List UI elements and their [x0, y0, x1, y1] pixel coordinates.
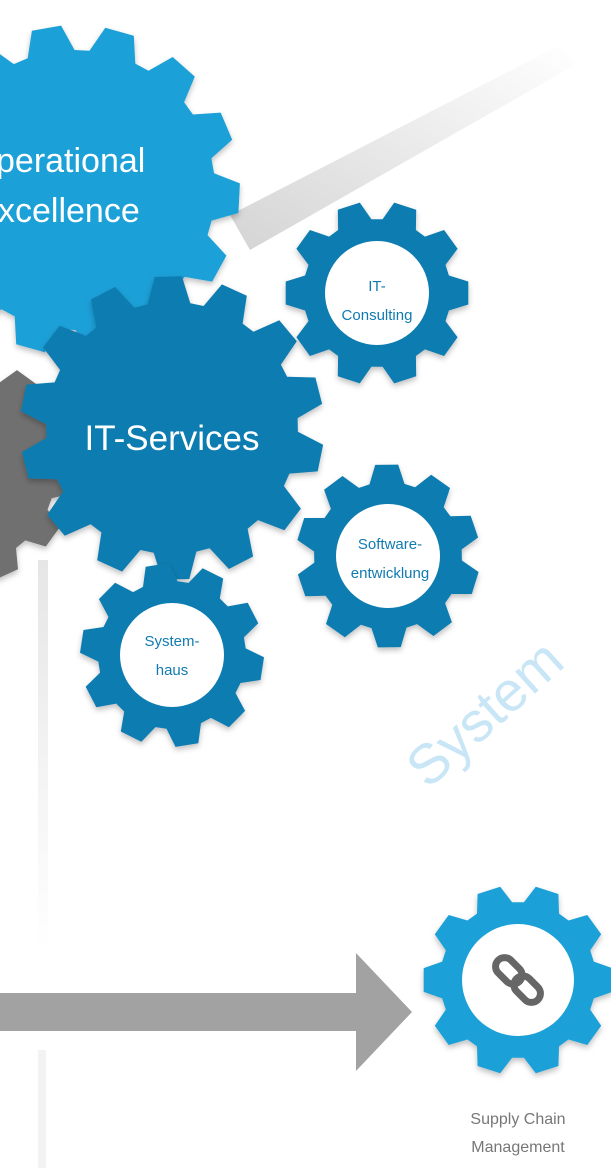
operational-gear-label-line2: xcellence: [0, 192, 140, 230]
it-consulting-gear-center: [325, 241, 429, 345]
supply-chain-label-line1: Supply Chain: [470, 1111, 565, 1128]
systemhaus-gear: System- haus: [80, 563, 264, 747]
it-consulting-gear: IT- Consulting: [285, 202, 469, 384]
operational-excellence-gear: perational xcellence: [0, 25, 240, 355]
supply-chain-label-line2: Management: [471, 1139, 565, 1156]
softwareentwicklung-gear-center: [336, 504, 440, 608]
operational-gear-shape: [0, 25, 240, 355]
it-consulting-label-line2: Consulting: [342, 307, 413, 324]
vertical-connector-line-lower: [38, 1050, 46, 1168]
it-services-gear-shape: [20, 276, 324, 580]
systemhaus-label-line2: haus: [156, 662, 189, 679]
it-services-label: IT-Services: [84, 419, 259, 458]
it-consulting-label-line1: IT-: [368, 278, 386, 295]
operational-gear-label-line1: perational: [0, 142, 145, 180]
softwareentwicklung-gear: Software- entwicklung: [297, 464, 479, 648]
systemhaus-gear-center: [120, 603, 224, 707]
vertical-connector-line: [38, 560, 48, 950]
chain-link-icon: [492, 954, 544, 1006]
process-arrow: [0, 953, 412, 1071]
softwareentwicklung-label-line2: entwicklung: [351, 565, 429, 582]
systemhaus-label-line1: System-: [144, 633, 199, 650]
softwareentwicklung-label-line1: Software-: [358, 536, 422, 553]
supply-chain-gear: [423, 886, 611, 1074]
it-services-gear: IT-Services: [20, 276, 324, 580]
system-watermark: System: [394, 627, 575, 799]
diagonal-connector-band: [230, 45, 575, 250]
